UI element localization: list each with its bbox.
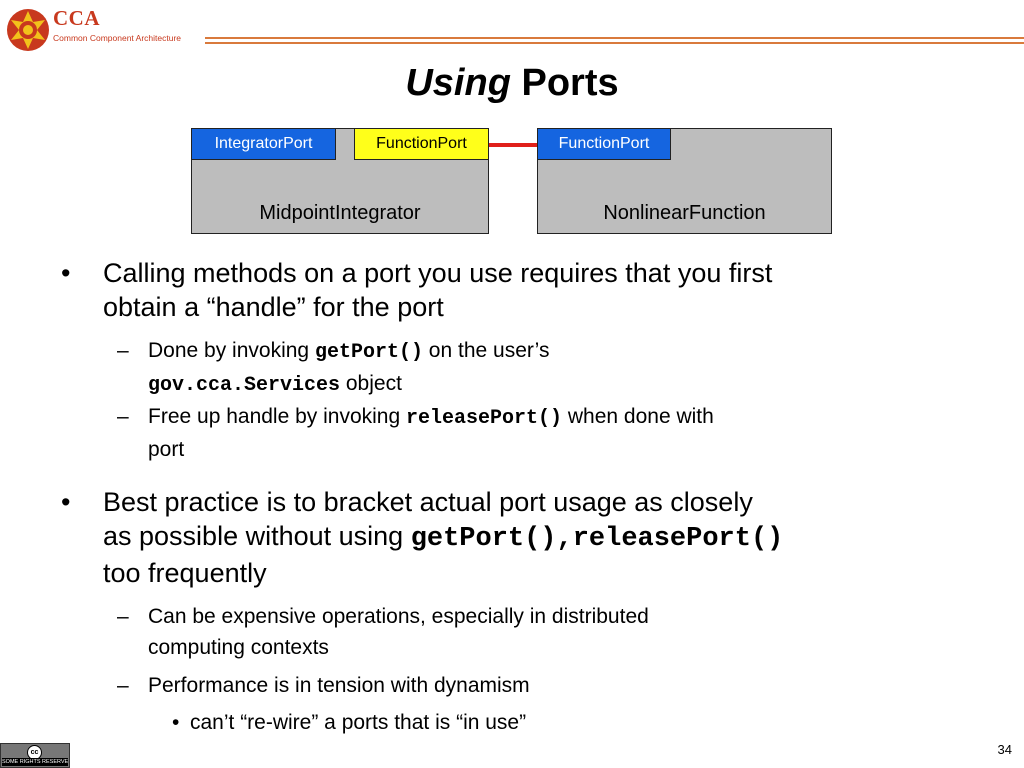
bullet-text: as possible without using [103, 521, 411, 551]
bullet-text: Done by invoking [148, 339, 315, 362]
logo-text: CCA [53, 6, 100, 30]
logo-subtitle: Common Component Architecture [53, 33, 182, 43]
code-services: gov.cca.Services [148, 374, 341, 397]
component-label: MidpointIntegrator [259, 202, 421, 224]
header-rule [205, 37, 1024, 39]
page-number: 34 [997, 742, 1012, 757]
bullet-text: obtain a “handle” for the port [103, 292, 444, 322]
bullet-text: Can be expensive operations, especially … [148, 605, 649, 628]
bullet-text: port [148, 438, 185, 461]
sub-bullet-item: – Can be expensive operations, especiall… [117, 601, 649, 663]
bullet-text: too frequently [103, 558, 267, 588]
sub-bullet-item: – Performance is in tension with dynamis… [117, 670, 530, 701]
creative-commons-badge[interactable]: cc SOME RIGHTS RESERVED [0, 743, 70, 768]
slide-title: Using Ports [0, 62, 1024, 105]
bullet-marker: • [61, 487, 71, 517]
cca-logo-icon [7, 9, 49, 51]
dash-marker: – [117, 405, 129, 428]
bullet-item: • Best practice is to bracket actual por… [61, 485, 784, 590]
title-rest: Ports [521, 62, 619, 104]
code-getport: getPort() [314, 341, 423, 364]
code-getport-releaseport: getPort(),releasePort() [410, 524, 784, 554]
bullet-text: object [340, 372, 402, 395]
sub-bullet-item: – Done by invoking getPort() on the user… [117, 335, 550, 401]
sub-sub-bullet-item: • can’t “re-wire” a ports that is “in us… [172, 708, 527, 738]
bullet-item: • Calling methods on a port you use requ… [61, 256, 773, 324]
port-integrator-provides: IntegratorPort [191, 128, 336, 160]
license-text: SOME RIGHTS RESERVED [2, 758, 68, 766]
dash-marker: – [117, 339, 129, 362]
port-function-provides: FunctionPort [537, 128, 671, 160]
bullet-marker: • [61, 258, 71, 288]
bullet-text: Free up handle by invoking [148, 405, 406, 428]
sub-bullet-item: – Free up handle by invoking releasePort… [117, 401, 714, 465]
dash-marker: – [117, 674, 129, 697]
header-rule [205, 42, 1024, 44]
dash-marker: – [117, 605, 129, 628]
bullet-text: when done with [562, 405, 714, 428]
bullet-text: Best practice is to bracket actual port … [103, 487, 753, 517]
title-emphasis: Using [405, 62, 511, 104]
bullet-text: Calling methods on a port you use requir… [103, 258, 773, 288]
port-connection-line [489, 143, 539, 147]
component-label: NonlinearFunction [603, 202, 766, 224]
port-function-uses: FunctionPort [354, 128, 489, 160]
bullet-text: can’t “re-wire” a ports that is “in use” [190, 711, 527, 734]
bullet-text: computing contexts [148, 636, 329, 659]
bullet-marker: • [172, 711, 180, 734]
bullet-text: Performance is in tension with dynamism [148, 674, 530, 697]
bullet-text: on the user’s [422, 339, 550, 362]
code-releaseport: releasePort() [406, 407, 563, 430]
